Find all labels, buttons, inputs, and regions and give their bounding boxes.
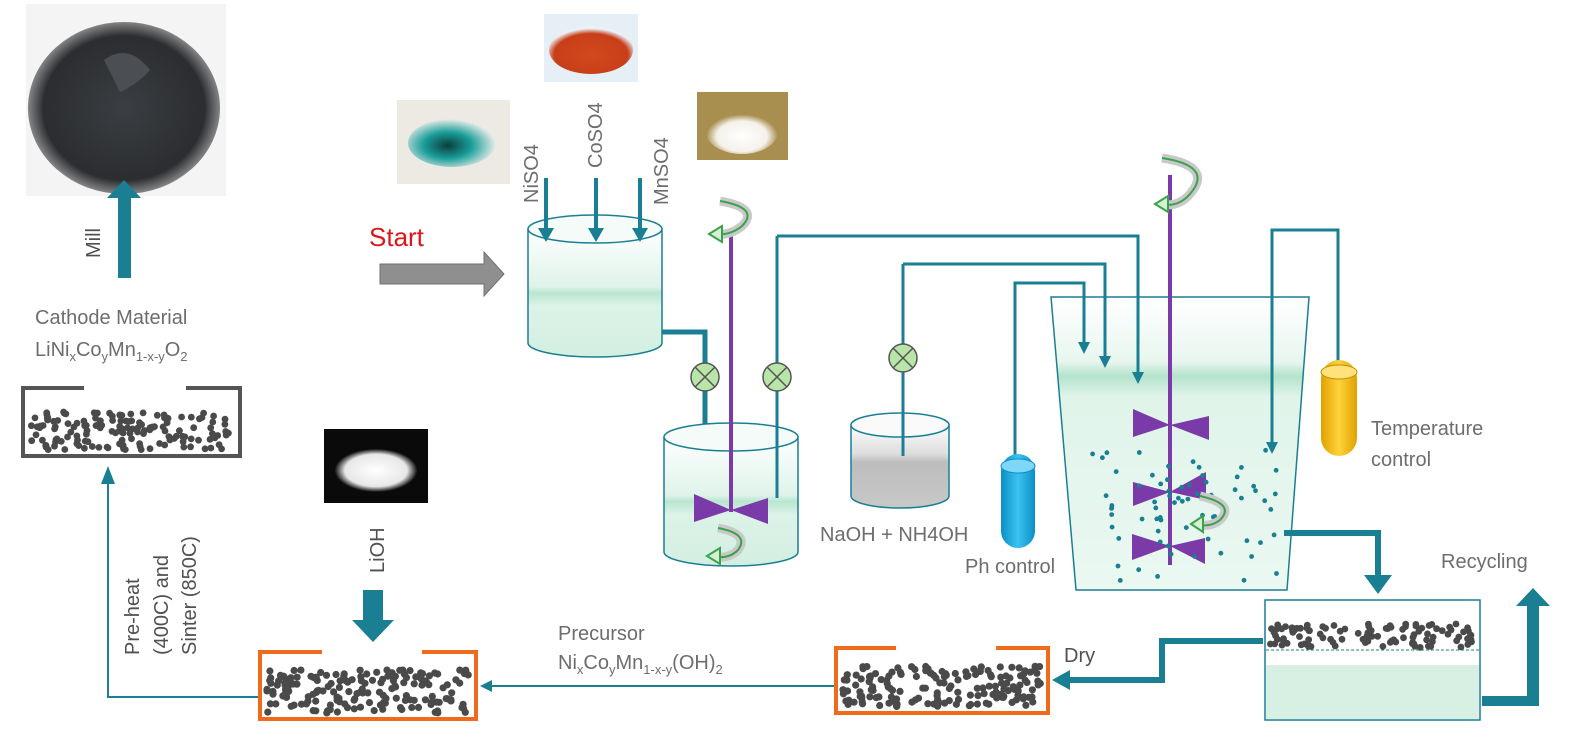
filter-to-dry-pipe [1068,638,1263,683]
mill-arrow [107,180,141,278]
feed-arrows [538,178,648,242]
temperature-control-label-2: control [1371,449,1431,471]
mix-to-sinter-line [107,482,258,698]
coso4-label: CoSO4 [585,102,607,168]
rotation-arrow-icon [1153,153,1203,214]
filter-particles [1267,620,1475,651]
sinter-tray [21,386,242,458]
lioh-mix-tray [258,650,478,721]
preheat-label-1: Pre-heat [122,578,144,655]
recycling-label: Recycling [1441,551,1528,573]
rotation-arrow-icon [705,523,746,566]
dry-tray-particles [839,662,1044,711]
dry-tray [834,646,1050,715]
filter-tank [1264,599,1481,721]
temperature-probe [1320,360,1358,456]
mix-tray-particles [263,666,472,717]
mill-label: Mill [83,228,105,258]
mnso4-powder-photo [697,92,788,160]
feed-to-mixer-pipe [662,329,708,428]
preheat-label-2: (400C) and [151,555,173,655]
niso4-label: NiSO4 [521,144,543,203]
naoh-nh4oh-label: NaOH + NH4OH [820,524,968,546]
precursor-formula: NixCoyMn1-x-y(OH)2 [558,652,723,677]
start-arrow [379,250,505,298]
preheat-label-3: Sinter (850C) [179,536,201,655]
rotation-arrow-icon [707,196,752,244]
start-label: Start [369,222,425,252]
coso4-powder-photo [544,14,638,82]
precursor-label: Precursor [558,623,645,645]
reactor-outflow [1284,530,1381,578]
valve-icon[interactable] [690,362,720,392]
rotation-arrow-icon [1189,491,1230,534]
reactor-vessel [1050,296,1310,591]
lioh-arrow [352,590,394,642]
impeller-icon [694,494,768,524]
pipe-arrowheads [1078,342,1278,454]
mnso4-label: MnSO4 [651,137,673,205]
temperature-control-label: Temperature [1371,418,1483,440]
lioh-label: LiOH [367,527,389,573]
niso4-powder-photo [397,100,510,184]
cathode-formula: LiNixCoyMn1-x-yO2 [35,339,188,364]
cathode-material-label: Cathode Material [35,307,187,329]
cathode-powder-photo [26,4,226,196]
valve-icon[interactable] [762,362,792,392]
ph-probe [1000,454,1036,548]
ph-control-label: Ph control [965,556,1055,578]
recycling-arrow [1482,588,1550,706]
naoh-tank [850,412,950,509]
dry-label: Dry [1064,645,1095,667]
reactor-feed-pipes [777,228,1340,498]
reactor-particles [1090,447,1279,583]
lioh-powder-photo [324,429,428,503]
valve-icon[interactable] [888,343,918,373]
sinter-tray-particles [28,408,232,453]
